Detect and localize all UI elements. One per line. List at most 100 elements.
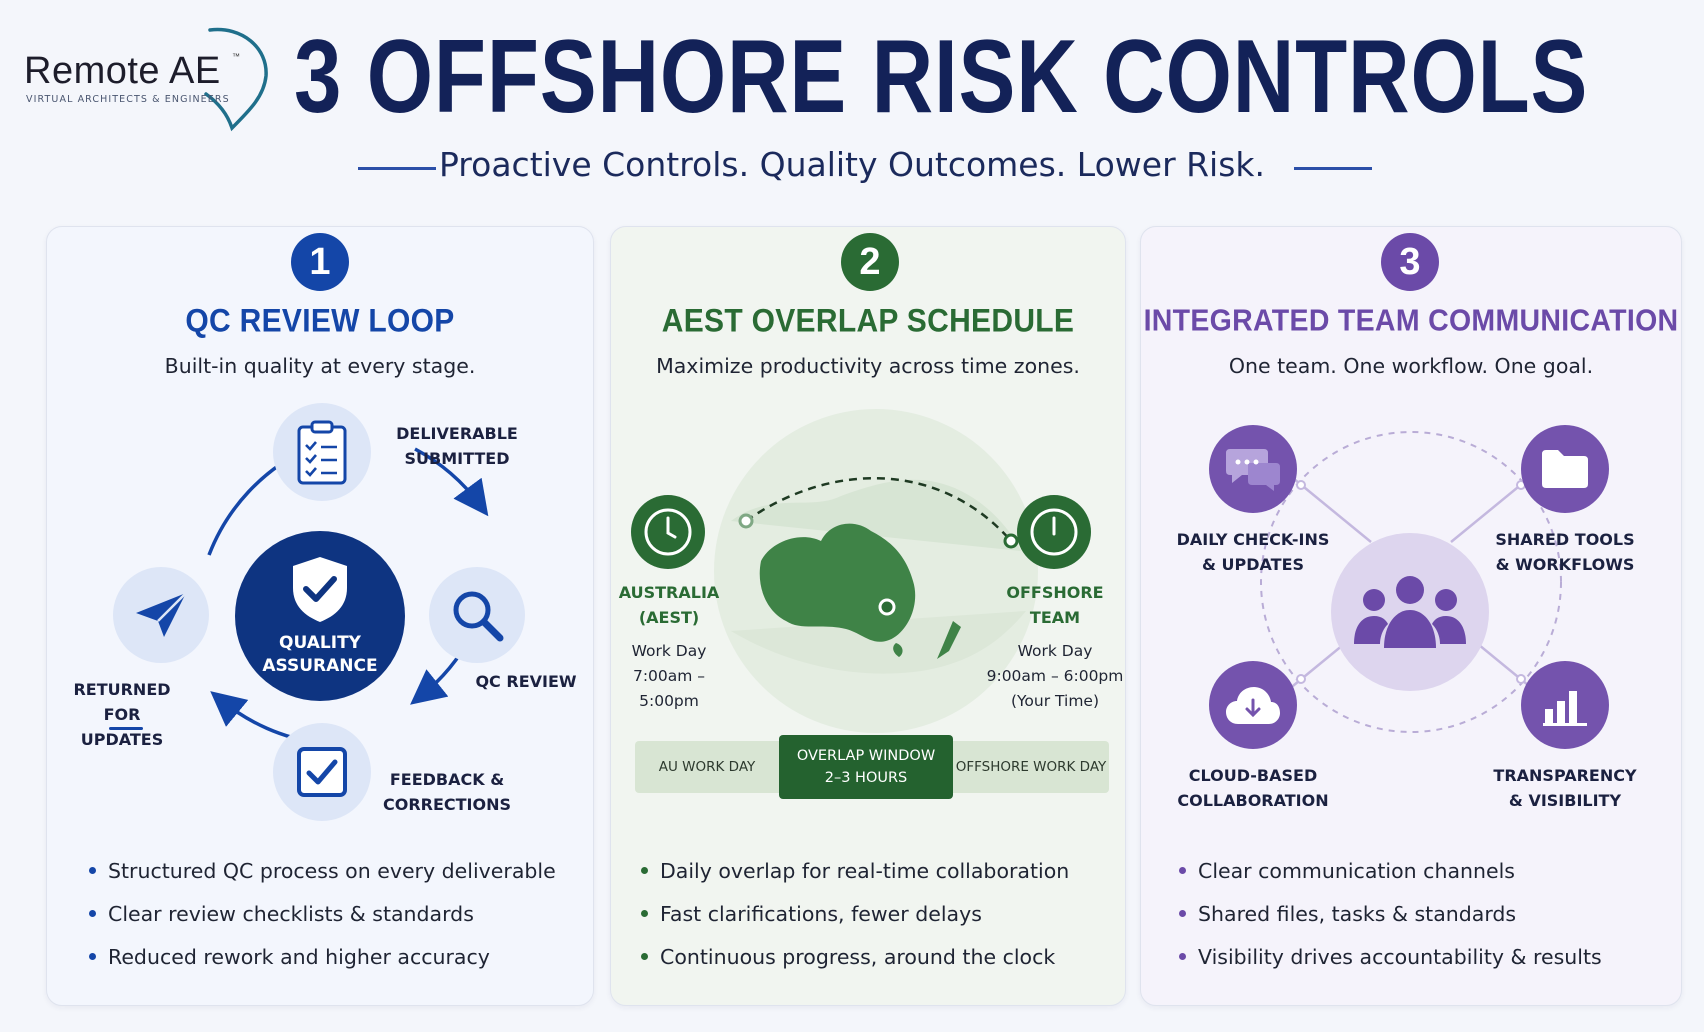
bullet-dot — [641, 952, 648, 960]
bullet-text: Clear communication channels — [1198, 859, 1515, 883]
qc-review-node — [429, 567, 525, 663]
bullet-item: Shared files, tasks & standards — [1179, 902, 1516, 926]
card-subtitle: Maximize productivity across time zones. — [656, 354, 1080, 378]
label-line: SHARED TOOLS — [1495, 530, 1635, 549]
timeline-au-work-day: AU WORK DAY — [658, 759, 756, 775]
team-icon — [1354, 576, 1466, 648]
card-title: INTEGRATED TEAM COMMUNICATION — [1143, 303, 1679, 339]
card-subtitle: One team. One workflow. One goal. — [1228, 354, 1594, 378]
label-line: TRANSPARENCY — [1493, 766, 1637, 785]
label-line: RETURNED FOR — [73, 680, 171, 724]
label-feedback-corrections: FEEDBACK & CORRECTIONS — [377, 767, 517, 817]
bullet-text: Fast clarifications, fewer delays — [660, 902, 982, 926]
number-badge: 1 — [291, 233, 349, 291]
label-line: DAILY CHECK-INS — [1176, 530, 1330, 549]
bullet-item: Continuous progress, around the clock — [641, 945, 1055, 969]
bullet-text: Visibility drives accountability & resul… — [1198, 945, 1602, 969]
tagline-divider-left — [358, 167, 436, 170]
timeline-offshore-work-day: OFFSHORE WORK DAY — [955, 759, 1107, 775]
bullet-item: Visibility drives accountability & resul… — [1179, 945, 1602, 969]
label-line: UPDATES — [80, 730, 164, 749]
label-shared-tools: SHARED TOOLS & WORKFLOWS — [1475, 527, 1655, 577]
logo-name: Remote AE — [24, 50, 221, 92]
au-name: AUSTRALIA (AEST) — [607, 580, 731, 630]
hub-label: QUALITY ASSURANCE — [262, 632, 377, 678]
bullet-dot — [641, 909, 648, 917]
card-title: AEST OVERLAP SCHEDULE — [661, 303, 1075, 340]
au-hours: Work Day 7:00am – 5:00pm — [607, 639, 731, 714]
label-line: FEEDBACK & — [389, 770, 505, 789]
work-day-label: Work Day — [631, 642, 707, 660]
number-badge: 3 — [1381, 233, 1439, 291]
hub-label-line: QUALITY — [279, 633, 361, 653]
label-line: & UPDATES — [1201, 555, 1305, 574]
team-hub — [1331, 533, 1489, 691]
returned-node — [113, 567, 209, 663]
au-clock — [631, 495, 705, 569]
deliverable-node — [273, 403, 371, 501]
work-hours: 9:00am – 6:00pm — [986, 667, 1124, 685]
label-line: DELIVERABLE — [396, 424, 518, 443]
bullet-item: Fast clarifications, fewer delays — [641, 902, 982, 926]
work-day-label: Work Day — [1017, 642, 1093, 660]
shield-check-icon — [293, 557, 347, 622]
tools-node — [1521, 425, 1609, 513]
bullet-text: Daily overlap for real-time collaboratio… — [660, 859, 1070, 883]
time-note: (Your Time) — [1010, 692, 1100, 710]
offshore-hours: Work Day 9:00am – 6:00pm (Your Time) — [977, 639, 1133, 714]
card-subtitle: Built-in quality at every stage. — [164, 354, 476, 378]
logo-tm: ™ — [232, 52, 240, 61]
offshore-name: OFFSHORE TEAM — [993, 580, 1117, 630]
bullet-text: Continuous progress, around the clock — [660, 945, 1056, 969]
map-pin-icon — [204, 27, 268, 132]
folder-icon — [1542, 450, 1588, 488]
page-title: 3 OFFSHORE RISK CONTROLS — [294, 19, 1589, 135]
label-cloud-based: CLOUD-BASED COLLABORATION — [1163, 763, 1343, 813]
bullet-item: Reduced rework and higher accuracy — [89, 945, 490, 969]
label-line: TEAM — [1029, 608, 1081, 627]
clock-icon — [644, 508, 692, 556]
label-line: AUSTRALIA — [618, 583, 720, 602]
overlap-duration: 2–3 HOURS — [824, 770, 908, 786]
bullet-item: Structured QC process on every deliverab… — [89, 859, 556, 883]
checkbox-icon — [297, 747, 347, 797]
paper-plane-icon — [136, 592, 187, 637]
bullet-item: Daily overlap for real-time collaboratio… — [641, 859, 1069, 883]
bullet-dot — [1179, 909, 1186, 917]
card-title: QC REVIEW LOOP — [185, 303, 455, 340]
bullet-text: Structured QC process on every deliverab… — [108, 859, 556, 883]
hub-label-line: ASSURANCE — [262, 656, 378, 676]
transparency-node — [1521, 661, 1609, 749]
label-daily-checkins: DAILY CHECK-INS & UPDATES — [1163, 527, 1343, 577]
globe-map-icon — [714, 409, 1038, 733]
label-line: (AEST) — [638, 608, 700, 627]
magnifier-icon — [453, 591, 504, 642]
bullet-dot — [89, 952, 96, 960]
label-line: & VISIBILITY — [1508, 791, 1622, 810]
checkins-node — [1209, 425, 1297, 513]
timeline-overlap-window: OVERLAP WINDOW 2–3 HOURS — [779, 735, 953, 799]
clock-icon — [1030, 508, 1078, 556]
cloud-node — [1209, 661, 1297, 749]
tagline: Proactive Controls. Quality Outcomes. Lo… — [438, 145, 1266, 184]
quality-assurance-hub: QUALITY ASSURANCE — [235, 531, 405, 701]
bullet-dot — [89, 866, 96, 874]
label-qc-review: QC REVIEW — [475, 672, 577, 691]
label-line: & WORKFLOWS — [1495, 555, 1635, 574]
label-transparency: TRANSPARENCY & VISIBILITY — [1475, 763, 1655, 813]
card-integrated-team-communication: 3 INTEGRATED TEAM COMMUNICATION One team… — [1140, 226, 1682, 1006]
bullet-item: Clear review checklists & standards — [89, 902, 474, 926]
offshore-clock — [1017, 495, 1091, 569]
label-line: CLOUD-BASED — [1188, 766, 1318, 785]
label-line: SUBMITTED — [404, 449, 510, 468]
underline-decoration — [109, 727, 143, 730]
clipboard-check-icon — [297, 420, 347, 485]
overlap-label: OVERLAP WINDOW — [796, 748, 936, 764]
work-hours: 7:00am – 5:00pm — [632, 667, 706, 710]
cloud-upload-icon — [1226, 687, 1280, 724]
label-returned-for-updates: RETURNED FOR UPDATES — [57, 677, 187, 752]
number-badge: 2 — [841, 233, 899, 291]
card-aest-overlap-schedule: 2 AEST OVERLAP SCHEDULE Maximize product… — [610, 226, 1126, 1006]
logo: Remote AE ™ VIRTUAL ARCHITECTS & ENGINEE… — [20, 24, 280, 134]
bullet-dot — [89, 909, 96, 917]
